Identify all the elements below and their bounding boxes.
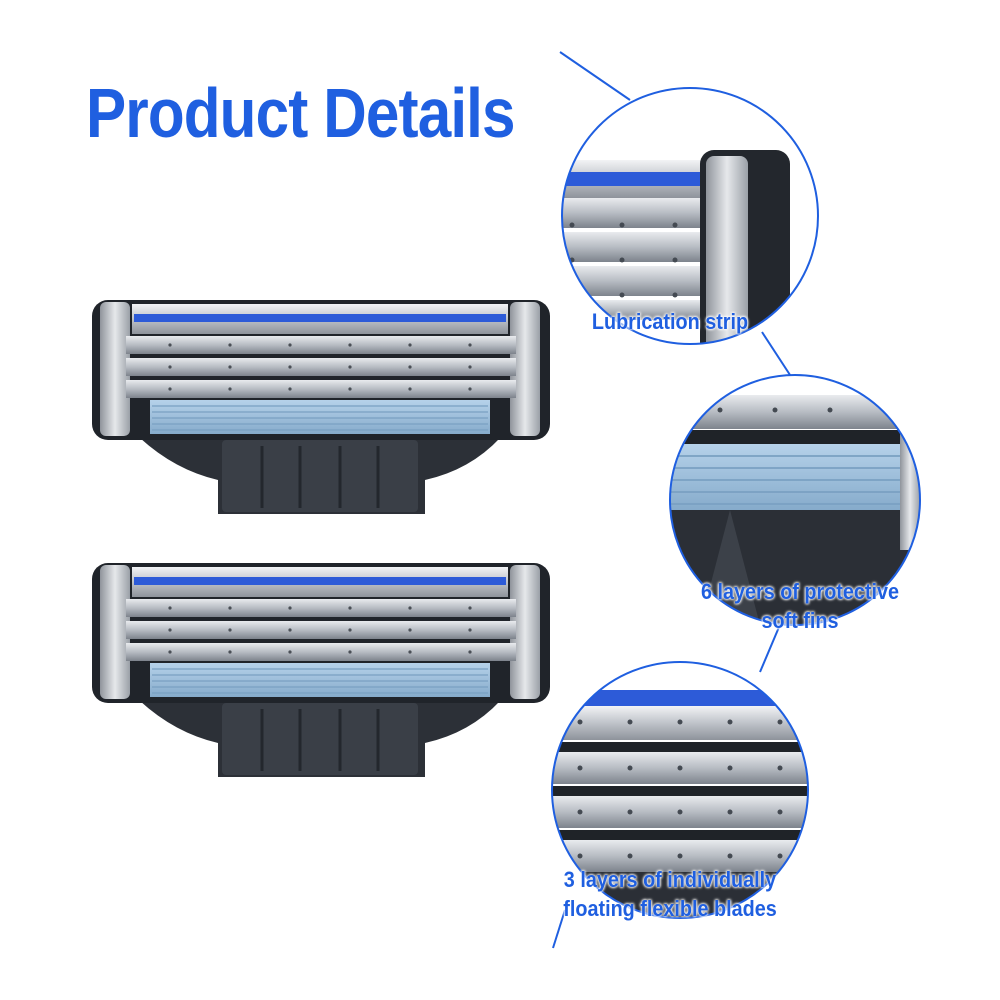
zoom-circle-lubrication — [561, 87, 819, 345]
razor-cartridge-top — [90, 298, 552, 516]
connector-lines — [552, 51, 793, 949]
callout-line: 6 layers of protective — [700, 579, 900, 604]
callout-flexible-blades: 3 layers of individually floating flexib… — [535, 866, 805, 923]
callout-protective-fins: 6 layers of protective soft fins — [665, 578, 935, 635]
callout-line: Lubrication strip — [591, 309, 749, 334]
page-title: Product Details — [86, 74, 516, 152]
callout-line: 3 layers of individually — [563, 867, 777, 892]
razor-cartridge-bottom — [90, 561, 552, 779]
callout-line: soft fins — [761, 607, 839, 633]
callout-line: floating flexible blades — [563, 895, 777, 921]
callout-lubrication-strip: Lubrication strip — [535, 308, 805, 337]
